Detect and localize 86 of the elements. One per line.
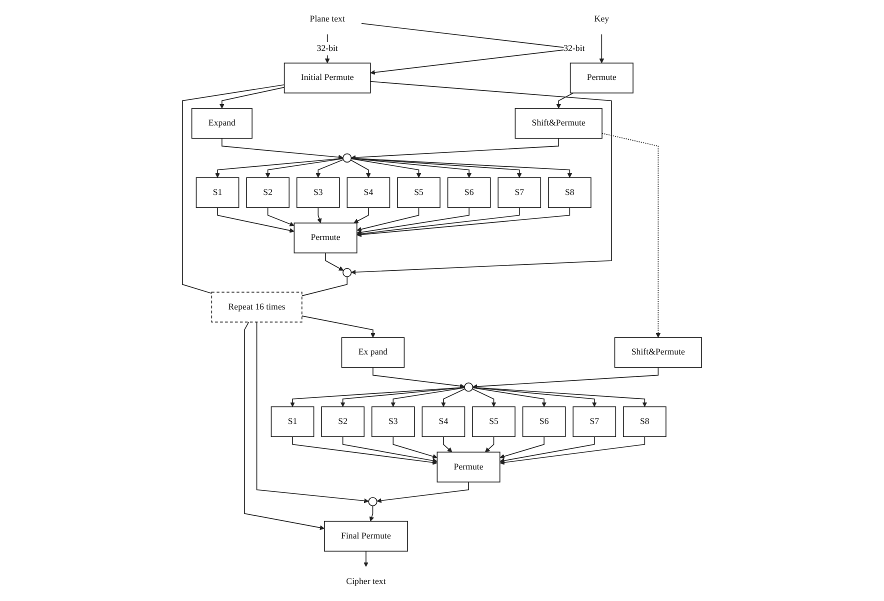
arrow — [220, 86, 285, 109]
node-box: Final Permute — [324, 520, 408, 552]
node-box: Permute — [294, 222, 358, 254]
node-circle — [368, 497, 378, 506]
arrow — [364, 550, 368, 567]
node-box: Shift&Permute — [514, 108, 602, 139]
arrow — [372, 367, 465, 388]
arrow — [256, 322, 369, 504]
node-box: S5 — [397, 177, 440, 208]
arrow — [316, 159, 344, 178]
node-box: S1 — [270, 406, 314, 438]
node-box: S8 — [623, 406, 666, 438]
arrow — [350, 158, 472, 178]
arrow — [356, 207, 520, 236]
arrow — [392, 436, 438, 459]
arrow — [244, 322, 325, 530]
edge-label: 32-bit — [316, 44, 338, 54]
node-box: S7 — [498, 177, 542, 208]
arrow — [500, 436, 646, 465]
node-box: S1 — [196, 177, 240, 208]
arrow — [500, 436, 595, 464]
node-box: S3 — [371, 406, 415, 438]
arrow — [265, 158, 344, 178]
arrow — [441, 388, 466, 407]
node-box: S7 — [572, 406, 616, 438]
arrow — [472, 367, 659, 389]
node-box: S2 — [321, 406, 365, 438]
arrow — [602, 132, 661, 338]
node-box: S5 — [472, 406, 516, 438]
node-box: S6 — [522, 406, 566, 438]
node-box: Expand — [191, 108, 252, 139]
arrow — [354, 207, 369, 224]
arrow — [316, 207, 322, 224]
connector — [182, 84, 285, 294]
arrow — [350, 158, 422, 178]
arrow — [302, 316, 376, 338]
arrow — [356, 207, 570, 238]
node-circle — [464, 382, 474, 392]
node-text: Cipher text — [346, 576, 386, 586]
arrow — [369, 505, 374, 522]
arrow — [472, 386, 648, 407]
node-box: S8 — [548, 177, 592, 208]
arrow — [325, 252, 344, 271]
arrow — [290, 386, 465, 407]
arrow — [324, 34, 330, 64]
arrow — [351, 81, 612, 275]
node-box: Ex pand — [341, 337, 405, 368]
node-circle — [342, 153, 352, 163]
arrow — [472, 387, 597, 407]
arrow — [350, 158, 572, 178]
arrow — [472, 387, 546, 407]
node-text: Key — [594, 14, 610, 24]
arrow — [556, 92, 574, 109]
edge-label: 32-bit — [564, 44, 585, 54]
arrow — [267, 207, 294, 226]
arrow — [356, 207, 470, 235]
node-box: S4 — [346, 177, 390, 208]
arrow — [350, 158, 522, 178]
node-box: S3 — [296, 177, 340, 208]
arrow — [351, 138, 560, 160]
node-box: Permute — [436, 452, 500, 482]
node-box: S4 — [422, 406, 466, 438]
node-circle — [342, 268, 352, 278]
connector — [302, 276, 348, 296]
arrow — [500, 436, 544, 459]
arrow — [390, 387, 465, 407]
arrow — [222, 138, 344, 160]
arrow — [340, 387, 465, 407]
node-text: Plane text — [310, 14, 345, 24]
node-box: Shift&Permute — [614, 337, 702, 368]
arrow — [215, 158, 344, 178]
node-box: S2 — [246, 177, 290, 208]
node-box: S6 — [447, 177, 491, 208]
node-box: Repeat 16 times — [211, 292, 302, 322]
arrow — [472, 388, 496, 407]
arrow — [217, 207, 294, 233]
node-box: Initial Permute — [284, 62, 371, 94]
node-box: Permute — [570, 62, 634, 94]
arrow — [342, 436, 438, 464]
arrow — [443, 436, 452, 452]
arrow — [350, 160, 371, 178]
arrow — [292, 436, 438, 465]
arrow — [356, 207, 420, 232]
arrow — [599, 34, 604, 64]
arrow — [376, 482, 469, 504]
arrow — [484, 436, 494, 452]
